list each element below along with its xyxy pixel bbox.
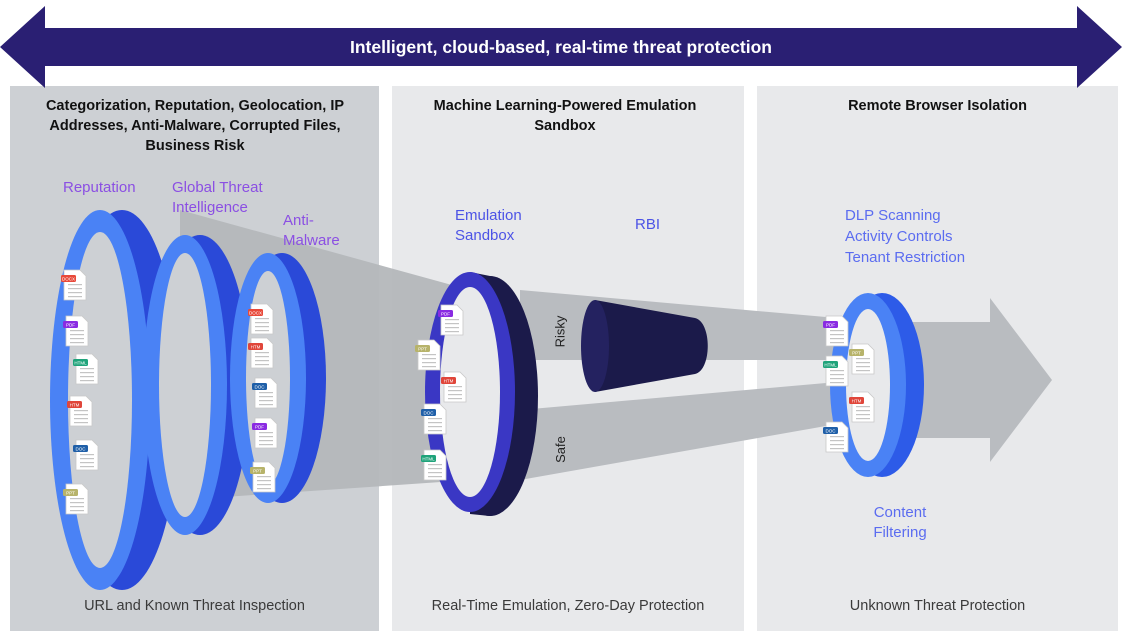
file-icon-ppt: PPT — [849, 343, 875, 375]
label-activity: Activity Controls — [845, 228, 953, 245]
file-icon-pdf: PDF — [252, 417, 278, 449]
svg-text:HTM: HTM — [852, 399, 862, 404]
svg-text:HTML: HTML — [824, 363, 837, 368]
banner-arrow — [0, 6, 1122, 88]
svg-text:HTM: HTM — [70, 403, 80, 408]
svg-text:DOC: DOC — [76, 447, 87, 452]
svg-text:DOC: DOC — [255, 385, 266, 390]
file-icon-doc: DOC — [823, 421, 849, 453]
panel-2-heading: Machine Learning-Powered Emulation Sandb… — [433, 98, 697, 134]
label-dlp: DLP Scanning — [845, 207, 941, 224]
svg-text:HTML: HTML — [74, 361, 87, 366]
svg-text:HTM: HTM — [444, 379, 454, 384]
label-safe: Safe — [552, 436, 568, 463]
svg-text:PDF: PDF — [441, 312, 450, 317]
svg-text:HTML: HTML — [422, 457, 435, 462]
ring-global-threat — [143, 235, 250, 535]
svg-text:PDF: PDF — [66, 323, 75, 328]
file-icon-pdf: PDF — [438, 304, 464, 336]
panel-3-heading: Remote Browser Isolation — [848, 98, 1027, 114]
label-tenant: Tenant Restriction — [845, 249, 966, 266]
svg-text:DOC: DOC — [826, 429, 837, 434]
svg-text:PPT: PPT — [852, 351, 861, 356]
svg-text:PDF: PDF — [826, 323, 835, 328]
file-icon-doc: DOC — [421, 403, 447, 435]
svg-text:PPT: PPT — [418, 347, 427, 352]
sandbox-cylinder — [425, 272, 538, 516]
svg-text:DOC: DOC — [424, 411, 435, 416]
file-icon-html: HTML — [73, 353, 99, 385]
file-icon-pdf: PDF — [823, 315, 849, 347]
ring-final — [830, 293, 924, 477]
svg-text:PDF: PDF — [255, 425, 264, 430]
label-emulation-sandbox: Emulation Sandbox — [455, 207, 522, 244]
file-icon-ppt: PPT — [63, 483, 89, 515]
file-icons: DOCX PDF HTML HTM DOC PPT DOCX HTM DOC PDF PPT PDF P… — [61, 269, 875, 515]
panel-3-footer: Unknown Threat Protection — [849, 598, 1026, 614]
ring-anti-malware — [230, 253, 326, 503]
label-content-filtering: Content Filtering — [873, 504, 927, 541]
file-icon-htm: HTM — [441, 371, 467, 403]
file-icon-htm: HTM — [849, 391, 875, 423]
label-rbi: RBI — [635, 216, 661, 233]
file-icon-pdf: PDF — [63, 315, 89, 347]
file-icon-doc: DOC — [252, 377, 278, 409]
banner-title: Intelligent, cloud-based, real-time thre… — [350, 37, 772, 57]
svg-text:PPT: PPT — [66, 491, 75, 496]
svg-text:DOCX: DOCX — [62, 277, 75, 282]
file-icon-ppt: PPT — [250, 461, 276, 493]
file-icon-doc: DOC — [73, 439, 99, 471]
file-icon-htm: HTM — [248, 337, 274, 369]
label-risky: Risky — [552, 315, 568, 348]
file-icon-html: HTML — [421, 449, 447, 481]
panel-1-footer: URL and Known Threat Inspection — [84, 598, 305, 614]
svg-text:HTM: HTM — [251, 345, 261, 350]
label-reputation: Reputation — [63, 179, 136, 196]
svg-text:DOCX: DOCX — [249, 311, 262, 316]
flow-safe — [520, 380, 860, 480]
rbi-cylinder — [581, 300, 708, 392]
file-icon-docx: DOCX — [248, 303, 274, 335]
panel-1-heading: Categorization, Reputation, Geolocation,… — [45, 98, 345, 154]
file-icon-html: HTML — [823, 355, 849, 387]
label-global-threat: Global Threat Intelligence — [172, 179, 263, 216]
file-icon-docx: DOCX — [61, 269, 87, 301]
file-icon-ppt: PPT — [415, 339, 441, 371]
panel-2-footer: Real-Time Emulation, Zero-Day Protection — [431, 598, 705, 614]
label-anti-malware: Anti-Malware — [283, 212, 340, 249]
svg-text:PPT: PPT — [253, 469, 262, 474]
file-icon-htm: HTM — [67, 395, 93, 427]
